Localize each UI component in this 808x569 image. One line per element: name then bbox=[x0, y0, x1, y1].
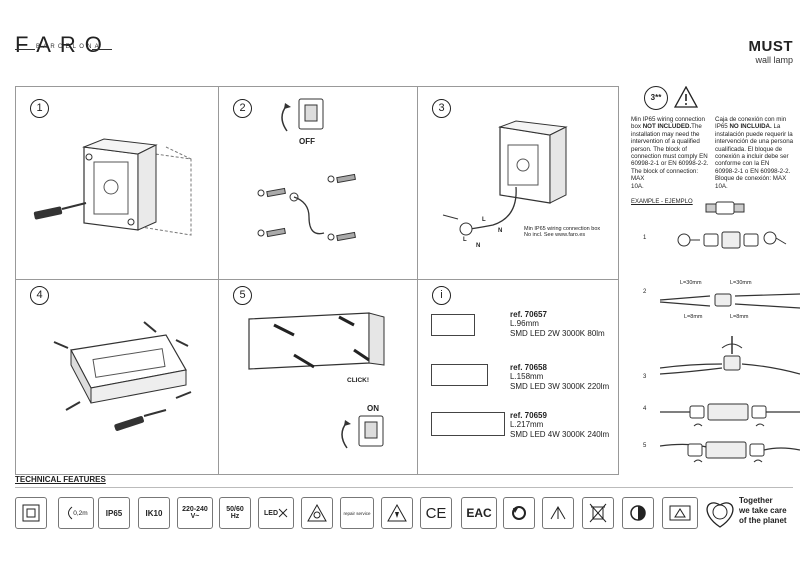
led-not-replaceable-badge: LED bbox=[258, 497, 294, 529]
step-number: 1 bbox=[30, 99, 49, 118]
assembly-illustration bbox=[53, 321, 192, 431]
step-panel-5: 5 CLICK! ON bbox=[218, 279, 418, 475]
label-l-top: L bbox=[482, 217, 486, 223]
step-number: 4 bbox=[30, 286, 49, 305]
step-panel-1: 1 bbox=[15, 86, 219, 280]
wiring-info-column: 3** Min IP65 wiring connection box NOT I… bbox=[620, 86, 800, 475]
label-n-bottom: N bbox=[476, 243, 481, 249]
ref-block: ref. 70657 L.96mm SMD LED 2W 3000K 80lm bbox=[510, 310, 605, 338]
wiring-illustration bbox=[442, 120, 568, 236]
strip-length-label: L=30mm bbox=[680, 280, 702, 286]
class-3-badge: 3** bbox=[644, 86, 668, 110]
label-n-top: N bbox=[498, 228, 503, 234]
cable-strip-illustration bbox=[660, 293, 800, 309]
connector-parts-illustration bbox=[677, 201, 787, 249]
info-icon: i bbox=[432, 286, 451, 305]
example-heading: EXAMPLE - EJEMPLO bbox=[631, 199, 693, 205]
screws-and-cable-illustration bbox=[257, 173, 356, 242]
recycling-box-icon bbox=[662, 497, 698, 529]
info-panel: i ref. 70657 L.96mm SMD LED 2W 3000K 80l… bbox=[417, 279, 619, 475]
brand-logo: FARO bbox=[15, 32, 111, 57]
product-title: MUST bbox=[748, 38, 793, 55]
warning-es: Caja de conexión con min IP65 NO INCLUID… bbox=[715, 116, 794, 190]
ip-rating-badge: IP65 bbox=[98, 497, 130, 529]
strip-length-label: L=8mm bbox=[730, 314, 749, 320]
eac-mark-badge: EAC bbox=[461, 497, 497, 529]
label-l-bottom: L bbox=[463, 237, 467, 243]
esd-warning-icon bbox=[381, 497, 413, 529]
off-label: OFF bbox=[299, 137, 315, 146]
example-step-number: 2 bbox=[643, 289, 647, 295]
step-number: 5 bbox=[233, 286, 252, 305]
mounting-illustration bbox=[33, 138, 192, 236]
lamp-large bbox=[431, 412, 505, 436]
example-step-number: 3 bbox=[643, 374, 647, 380]
product-subtitle: wall lamp bbox=[755, 55, 793, 65]
switch-on-illustration bbox=[341, 415, 384, 449]
technical-rule bbox=[15, 487, 793, 488]
logo-rule-left bbox=[15, 49, 35, 50]
ik-rating-badge: IK10 bbox=[138, 497, 170, 529]
mirror-arrow-icon bbox=[542, 497, 574, 529]
strip-length-label: L=8mm bbox=[684, 314, 703, 320]
click-label: CLICK! bbox=[347, 377, 370, 384]
step-number: 3 bbox=[432, 99, 451, 118]
brand-sub: BARCELONA bbox=[36, 44, 102, 50]
example-step-number: 5 bbox=[643, 443, 647, 449]
example-step-number: 1 bbox=[643, 235, 647, 241]
green-dot-icon bbox=[622, 497, 654, 529]
connector-assembled-illustration bbox=[660, 403, 800, 427]
lamp-click-illustration bbox=[248, 312, 385, 370]
weee-bin-icon bbox=[582, 497, 614, 529]
step-panel-4: 4 bbox=[15, 279, 219, 475]
triangle-mark-icon bbox=[301, 497, 333, 529]
distance-icon: 0,2m bbox=[58, 497, 94, 529]
ref-block: ref. 70659 L.217mm SMD LED 4W 3000K 240l… bbox=[510, 411, 610, 439]
switch-off-illustration bbox=[281, 98, 324, 132]
ce-mark-badge: CE bbox=[420, 497, 452, 529]
example-step-number: 4 bbox=[643, 406, 647, 412]
wire-note: Min IP65 wiring connection box No incl. … bbox=[524, 226, 601, 238]
ref-block: ref. 70658 L.158mm SMD LED 3W 3000K 220l… bbox=[510, 363, 610, 391]
on-label: ON bbox=[367, 404, 379, 413]
lamp-medium bbox=[431, 364, 488, 386]
step-panel-2: 2 OFF bbox=[218, 86, 418, 280]
rotate-arrow-icon bbox=[503, 497, 535, 529]
connector-screw-illustration bbox=[660, 336, 800, 375]
earth-care-icon bbox=[706, 502, 734, 528]
technical-features-title: TECHNICAL FEATURES bbox=[15, 475, 106, 484]
warning-en: Min IP65 wiring connection box NOT INCLU… bbox=[631, 116, 709, 190]
lamp-small bbox=[431, 314, 475, 336]
step-panel-3: 3 L N L N Min IP65 wiring connection box… bbox=[417, 86, 619, 280]
planet-slogan: Together we take care of the planet bbox=[739, 496, 787, 525]
repair-service-badge: repair service bbox=[340, 497, 374, 529]
connector-final-illustration bbox=[660, 441, 800, 463]
strip-length-label: L=30mm bbox=[730, 280, 752, 286]
class-ii-icon bbox=[15, 497, 47, 529]
step-number: 2 bbox=[233, 99, 252, 118]
warning-icon bbox=[674, 86, 698, 108]
logo-rule-right bbox=[92, 49, 112, 50]
